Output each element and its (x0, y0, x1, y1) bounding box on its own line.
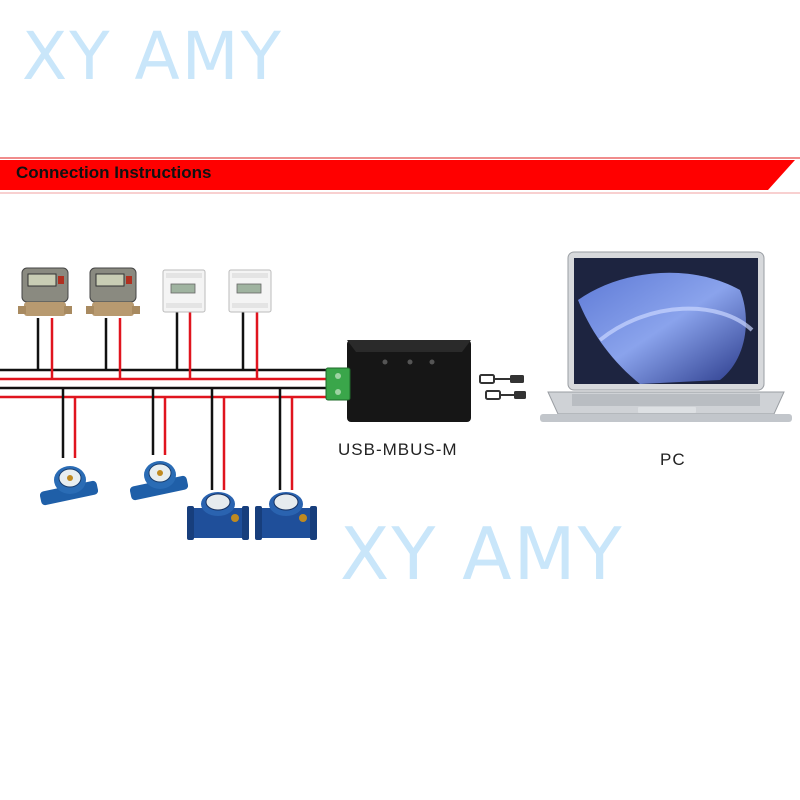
heat-meter-icon (18, 268, 72, 316)
banner-title: Connection Instructions (16, 163, 212, 183)
usb-mbus-converter-icon (326, 340, 471, 422)
converter-label: USB-MBUS-M (338, 440, 458, 460)
bottom-drop-wires (63, 388, 292, 490)
heat-meter-icon (86, 268, 140, 316)
usb-cable-icon (480, 375, 526, 399)
bulk-water-meter-icon (187, 492, 249, 540)
din-rail-energy-meter-icon (229, 270, 271, 312)
watermark-bottom: XY AMY (340, 518, 624, 590)
din-rail-energy-meter-icon (163, 270, 205, 312)
water-meter-icon (39, 466, 99, 506)
laptop-icon (540, 252, 792, 422)
water-meter-icon (129, 461, 189, 501)
bulk-water-meter-icon (255, 492, 317, 540)
pc-label: PC (660, 450, 686, 470)
